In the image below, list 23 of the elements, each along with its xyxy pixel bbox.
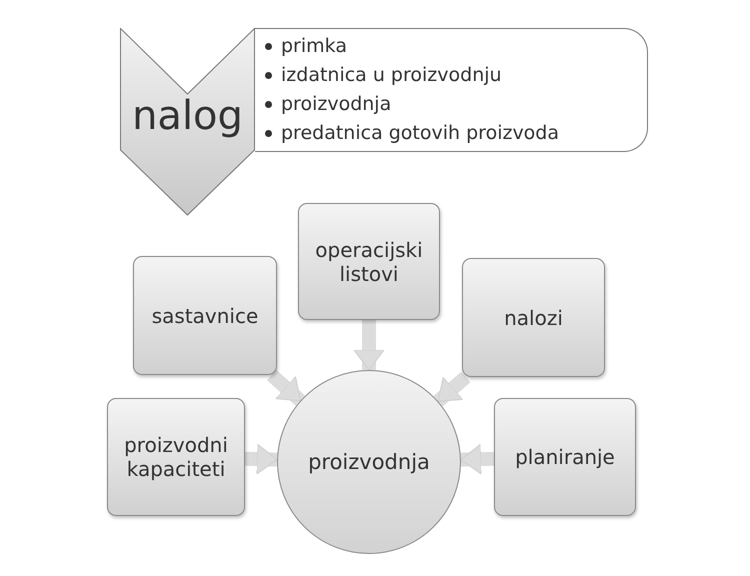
block-arrow (244, 444, 278, 475)
process-box (462, 258, 605, 377)
block-arrow (266, 370, 306, 406)
list-item: proizvodnja (281, 92, 392, 117)
block-arrow (460, 444, 494, 475)
node-label: sastavnice (152, 304, 258, 328)
node-label: proizvodnja (308, 450, 430, 474)
block-arrow (434, 372, 470, 407)
process-box (107, 398, 245, 516)
node-label: operacijski listovi (314, 238, 424, 286)
list-item: predatnica gotovih proizvoda (281, 121, 560, 146)
process-box (298, 203, 440, 320)
process-box (133, 256, 277, 375)
list-item: izdatnica u proizvodnju (281, 63, 502, 88)
node-label: nalozi (504, 306, 563, 330)
block-arrow (354, 320, 384, 370)
node-label: nalog (132, 93, 243, 139)
list-item: primka (281, 34, 347, 59)
chevron-shape (120, 28, 255, 216)
bullet-list-box (255, 28, 648, 152)
node-label: proizvodni kapaciteti (123, 433, 229, 481)
process-box (494, 398, 636, 516)
node-label: planiranje (515, 445, 615, 469)
